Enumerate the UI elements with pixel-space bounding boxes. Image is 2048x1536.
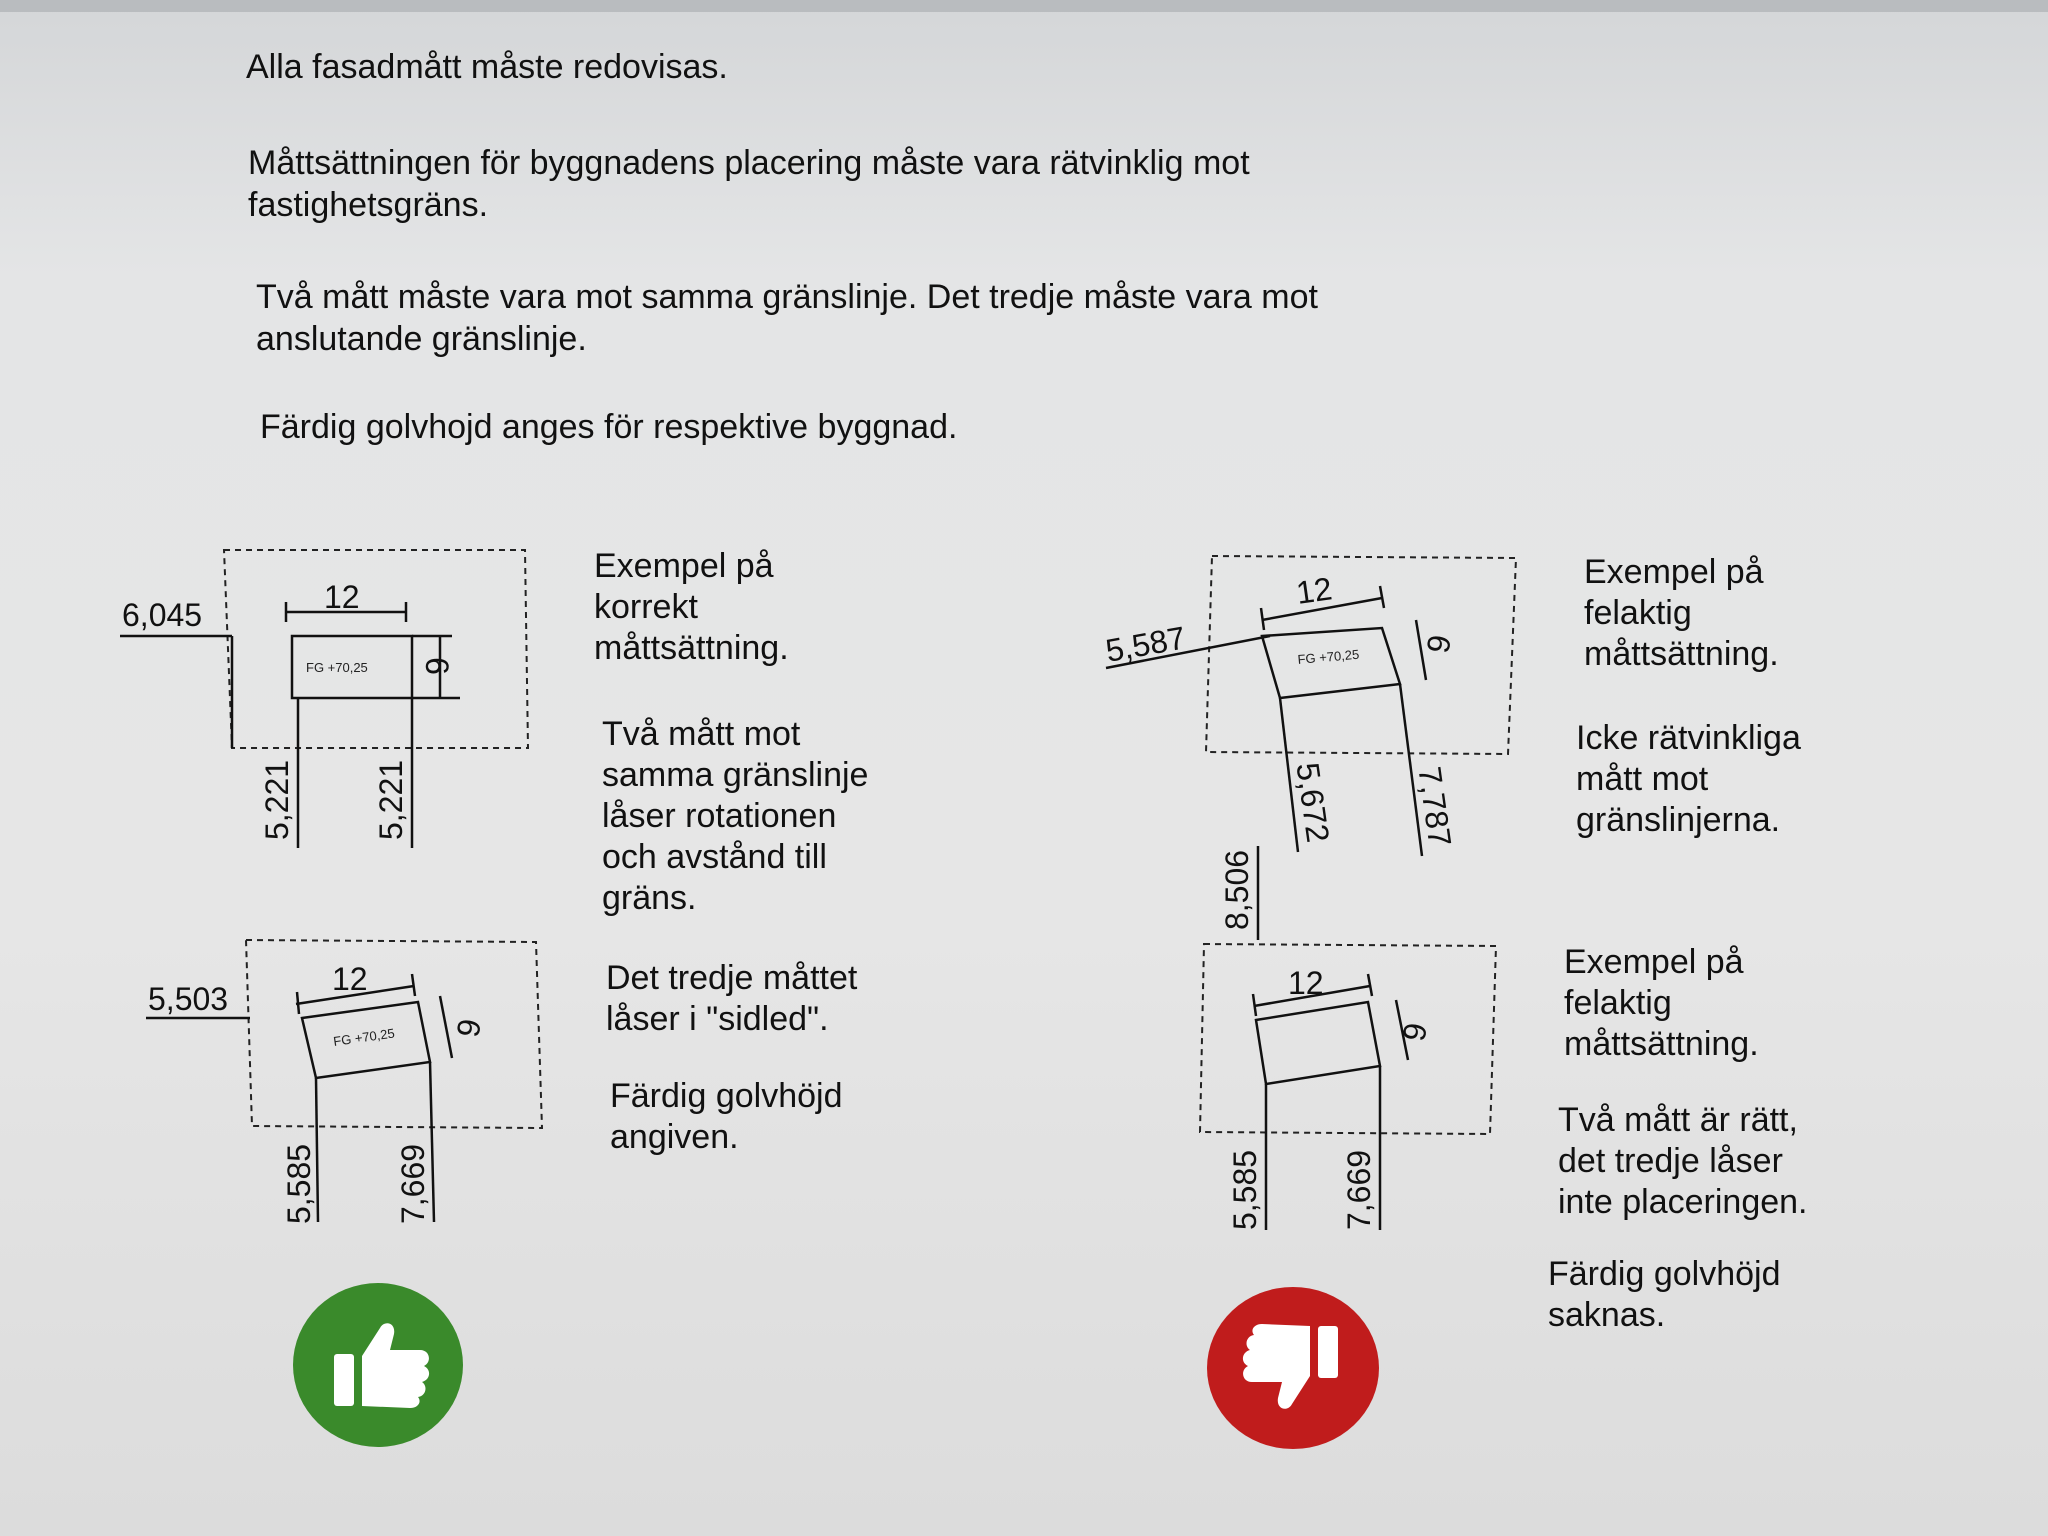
property-boundary (1198, 942, 1498, 1136)
dimension-line-left (1105, 634, 1271, 670)
dim-label-left: 5,587 (1103, 620, 1188, 669)
dim-label-top: 12 (332, 961, 368, 997)
incorrect-diagram-bottom: 8,506 12 6 5,585 7,669 (1198, 846, 1498, 1230)
dimension-line-bottom-2 (1398, 683, 1424, 857)
dimension-line-side (1394, 999, 1410, 1061)
incorrect-note-third-dimension: Två mått är rätt, det tredje låser inte … (1558, 1101, 1808, 1221)
floor-height-label: FG +70,25 (306, 660, 368, 675)
dim-label-top: 12 (324, 579, 360, 615)
intro-paragraph-4: Färdig golvhojd anges för respektive byg… (260, 408, 958, 446)
incorrect-note-floor-height-missing: Färdig golvhöjd saknas. (1548, 1255, 1781, 1334)
correct-heading: Exempel på korrekt måttsättning. (594, 547, 789, 667)
dimension-line-bottom-1 (314, 1077, 320, 1223)
building-outline (1254, 1000, 1382, 1086)
dim-label-side: 6 (450, 1016, 489, 1040)
intro-paragraph-2: Måttsättningen för byggnadens placering … (248, 144, 1250, 224)
correct-note-floor-height: Färdig golvhöjd angiven. (610, 1077, 843, 1156)
correct-note-rotation: Två mått mot samma gränslinje låser rota… (602, 715, 869, 917)
floor-height-label: FG +70,25 (1297, 647, 1360, 667)
intro-paragraph-1: Alla fasadmått måste redovisas. (246, 48, 728, 86)
incorrect-heading-top: Exempel på felaktig måttsättning. (1584, 553, 1779, 673)
top-band (0, 0, 2048, 12)
dim-label-side: 6 (1396, 1020, 1435, 1044)
dim-label-side: 6 (1420, 632, 1459, 656)
intro-paragraph-3: Två mått måste vara mot samma gränslinje… (256, 278, 1318, 358)
property-boundary (222, 549, 530, 749)
dimension-line-top (295, 984, 415, 1006)
correct-diagram-bottom: 5,503 12 6 5,585 7,669 FG +70,25 (146, 938, 544, 1224)
dim-label-bottom-1: 5,585 (1227, 1150, 1263, 1230)
thumbs-up-icon (293, 1283, 463, 1447)
property-boundary (1204, 554, 1518, 756)
dim-label-bottom-2: 5,221 (373, 760, 409, 840)
dim-label-bottom-2: 7,669 (1341, 1150, 1377, 1230)
dim-label-side: 6 (419, 657, 455, 675)
dimension-line-bottom-1 (1278, 697, 1300, 853)
incorrect-note-non-perpendicular: Icke rätvinkliga mått mot gränslinjerna. (1576, 719, 1801, 839)
dim-label-left: 6,045 (122, 597, 202, 633)
dimension-line-top (1261, 596, 1383, 622)
building-outline (290, 634, 414, 700)
dimension-line-side (1414, 619, 1428, 681)
dim-label-top: 12 (1294, 570, 1334, 611)
dimension-line-bottom-2 (428, 1061, 436, 1223)
dim-label-left: 5,503 (148, 981, 228, 1017)
incorrect-heading-bottom: Exempel på felaktig måttsättning. (1564, 943, 1759, 1063)
dim-label-top: 12 (1288, 965, 1324, 1001)
correct-diagram-top: 6,045 12 6 5,221 5,221 FG +70,25 (120, 549, 530, 848)
dim-label-bottom-1: 5,585 (281, 1144, 317, 1224)
dimension-line-side (438, 995, 454, 1059)
thumbs-down-icon (1207, 1287, 1379, 1449)
property-boundary (244, 938, 544, 1130)
dim-label-left: 8,506 (1219, 850, 1255, 930)
incorrect-diagram-top: 5,587 12 6 5,672 7,787 FG +70,25 (1103, 554, 1518, 857)
dim-label-bottom-1: 5,221 (259, 760, 295, 840)
dim-label-bottom-2: 7,669 (395, 1144, 431, 1224)
floor-height-label: FG +70,25 (332, 1026, 395, 1049)
correct-note-sideways: Det tredje måttet låser i "sidled". (606, 959, 858, 1038)
dimension-line-top (1253, 984, 1371, 1008)
